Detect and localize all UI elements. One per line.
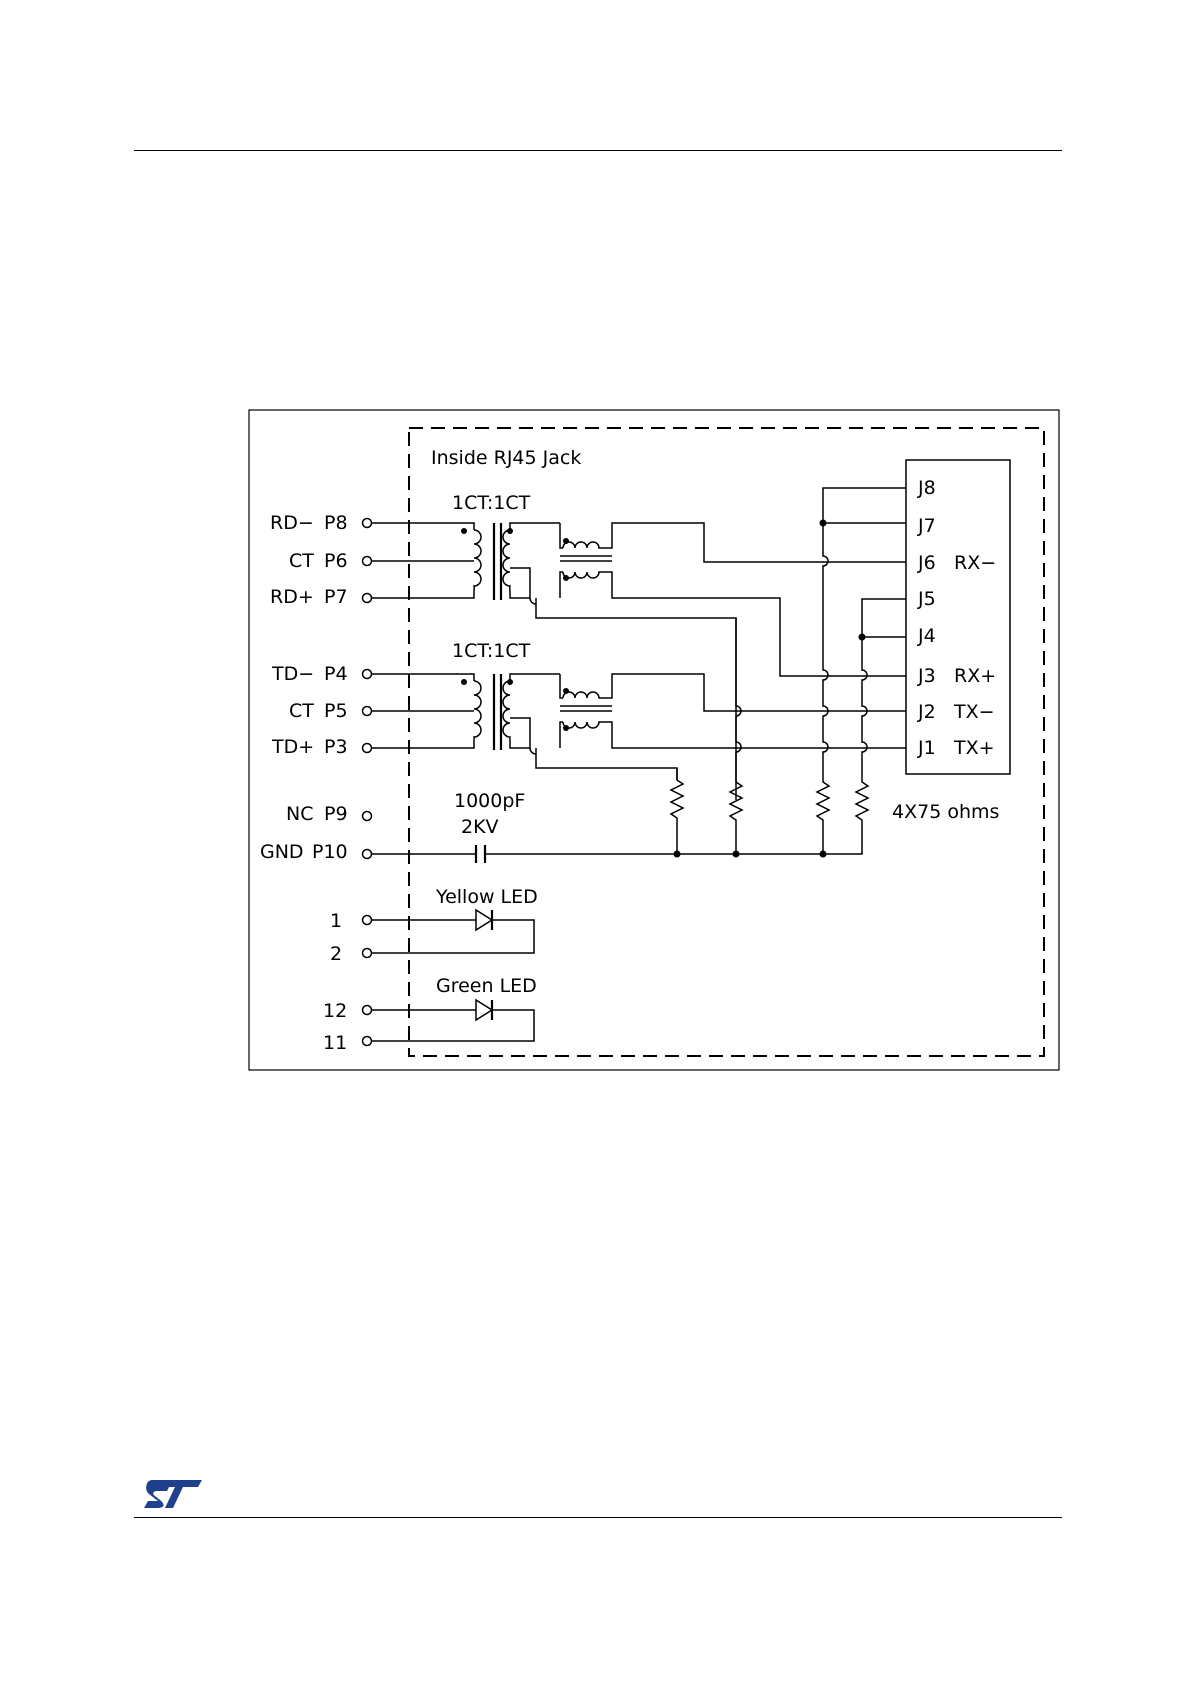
resistor-3 <box>817 780 829 854</box>
jack-title: Inside RJ45 Jack <box>431 447 581 469</box>
terminal-p10 <box>363 850 372 859</box>
jack-pin-j7: J7 <box>917 515 936 537</box>
ground-capacitor <box>372 845 862 863</box>
pin-signal-rd-plus: RD+ <box>270 586 314 608</box>
jack-pin-j1: J1 <box>917 737 936 759</box>
green-led-diode-icon <box>372 1000 534 1041</box>
jack-signal-tx-plus: TX+ <box>953 737 995 759</box>
resistor-4 <box>856 780 868 854</box>
figure-frame <box>249 410 1059 1070</box>
upper-transformer-label: 1CT:1CT <box>452 492 531 514</box>
lower-transformer-label: 1CT:1CT <box>452 640 531 662</box>
terminal-p5 <box>363 707 372 716</box>
terminal-led-11 <box>363 1037 372 1046</box>
pin-signal-td-plus: TD+ <box>271 736 314 758</box>
green-led-label: Green LED <box>436 975 537 997</box>
terminal-p9 <box>363 812 372 821</box>
pin-signal-ct-upper: CT <box>289 550 314 572</box>
pin-number-p3: P3 <box>324 736 348 758</box>
yellow-led-label: Yellow LED <box>435 886 538 908</box>
jack-pin-j8: J8 <box>917 477 936 499</box>
jack-signal-rx-plus: RX+ <box>954 665 996 687</box>
terminal-p3 <box>363 744 372 753</box>
resistor-1 <box>671 768 683 854</box>
footer-rule <box>134 1517 1062 1518</box>
led-pin-2: 2 <box>330 943 342 965</box>
terminal-p6 <box>363 557 372 566</box>
pin-signal-rd-minus: RD− <box>270 512 314 534</box>
jack-pin-j2: J2 <box>917 701 936 723</box>
pin-number-p4: P4 <box>324 663 348 685</box>
terminal-led-1 <box>363 916 372 925</box>
left-pin-terminals <box>363 519 372 1046</box>
pin-number-p8: P8 <box>324 512 348 534</box>
jack-signal-rx-minus: RX− <box>954 552 996 574</box>
rj45-jack-boundary <box>409 428 1044 1056</box>
jack-signal-tx-minus: TX− <box>953 701 995 723</box>
resistor-label: 4X75 ohms <box>892 801 999 823</box>
jack-pin-j5: J5 <box>917 588 936 610</box>
pin-number-p10: P10 <box>312 841 348 863</box>
pin-number-p9: P9 <box>324 803 348 825</box>
yellow-led-diode-icon <box>372 910 534 953</box>
jack-pin-j4: J4 <box>917 625 936 647</box>
jack-connector-box <box>906 460 1010 774</box>
capacitor-voltage: 2KV <box>461 816 499 838</box>
pin-signal-nc: NC <box>286 803 313 825</box>
jack-pin-j6: J6 <box>917 552 936 574</box>
st-logo-icon <box>142 1478 204 1510</box>
led-pin-11: 11 <box>323 1032 347 1054</box>
jack-pin-j3: J3 <box>917 665 936 687</box>
capacitor-value: 1000pF <box>454 790 525 812</box>
pin-number-p6: P6 <box>324 550 348 572</box>
led-pin-1: 1 <box>330 910 342 932</box>
pin-signal-td-minus: TD− <box>271 663 314 685</box>
pin-signal-ct-lower: CT <box>289 700 314 722</box>
lower-transformer <box>372 674 906 780</box>
pin-number-p5: P5 <box>324 700 348 722</box>
termination-wires <box>736 488 906 780</box>
terminal-p4 <box>363 670 372 679</box>
terminal-led-12 <box>363 1006 372 1015</box>
led-pin-12: 12 <box>323 1000 347 1022</box>
terminal-p7 <box>363 594 372 603</box>
terminal-led-2 <box>363 949 372 958</box>
pin-signal-gnd: GND <box>260 841 304 863</box>
terminal-p8 <box>363 519 372 528</box>
termination-resistors <box>671 768 868 854</box>
pin-number-p7: P7 <box>324 586 348 608</box>
